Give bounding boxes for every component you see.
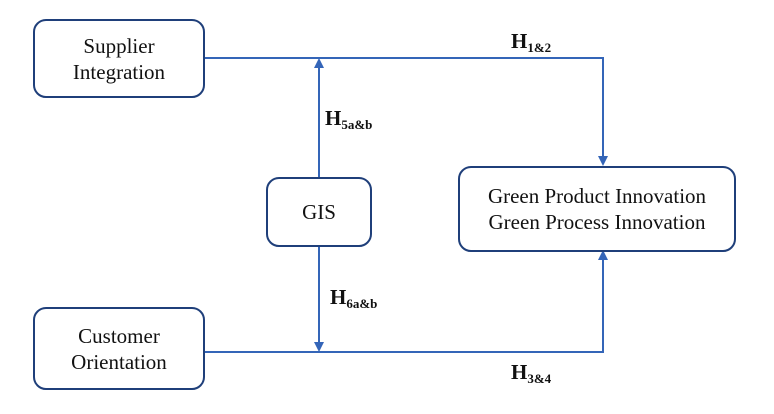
hypothesis-h12-label: H1&2 [511,29,551,56]
customer-orientation-line2: Orientation [71,349,167,374]
green-innovation-box: Green Product Innovation Green Process I… [458,166,736,252]
arrow-supplier-to-innovation [205,57,608,166]
hypothesis-h34-letter: H [511,360,528,384]
hypothesis-h12-subscript: 1&2 [527,40,552,55]
hypothesis-h5ab-letter: H [325,106,342,130]
hypothesis-h5ab-subscript: 5a&b [341,117,373,132]
gis-box: GIS [266,177,372,247]
customer-orientation-box: Customer Orientation [33,307,205,390]
hypothesis-h6ab-letter: H [330,285,347,309]
supplier-integration-line2: Integration [72,59,166,84]
green-process-innovation-label: Green Process Innovation [488,210,706,234]
hypothesis-h12-letter: H [511,29,528,53]
gis-label: GIS [302,200,336,224]
hypothesis-h34-label: H3&4 [511,360,551,387]
customer-orientation-line1: Customer [78,323,160,348]
hypothesis-h34-subscript: 3&4 [527,371,552,386]
arrow-customer-to-innovation [205,250,608,353]
supplier-integration-box: Supplier Integration [33,19,205,98]
hypothesis-h5ab-label: H5a&b [325,106,372,133]
green-product-innovation-label: Green Product Innovation [487,184,707,208]
hypothesis-h6ab-label: H6a&b [330,285,377,312]
hypothesis-h6ab-subscript: 6a&b [346,296,378,311]
supplier-integration-line1: Supplier [83,33,155,58]
